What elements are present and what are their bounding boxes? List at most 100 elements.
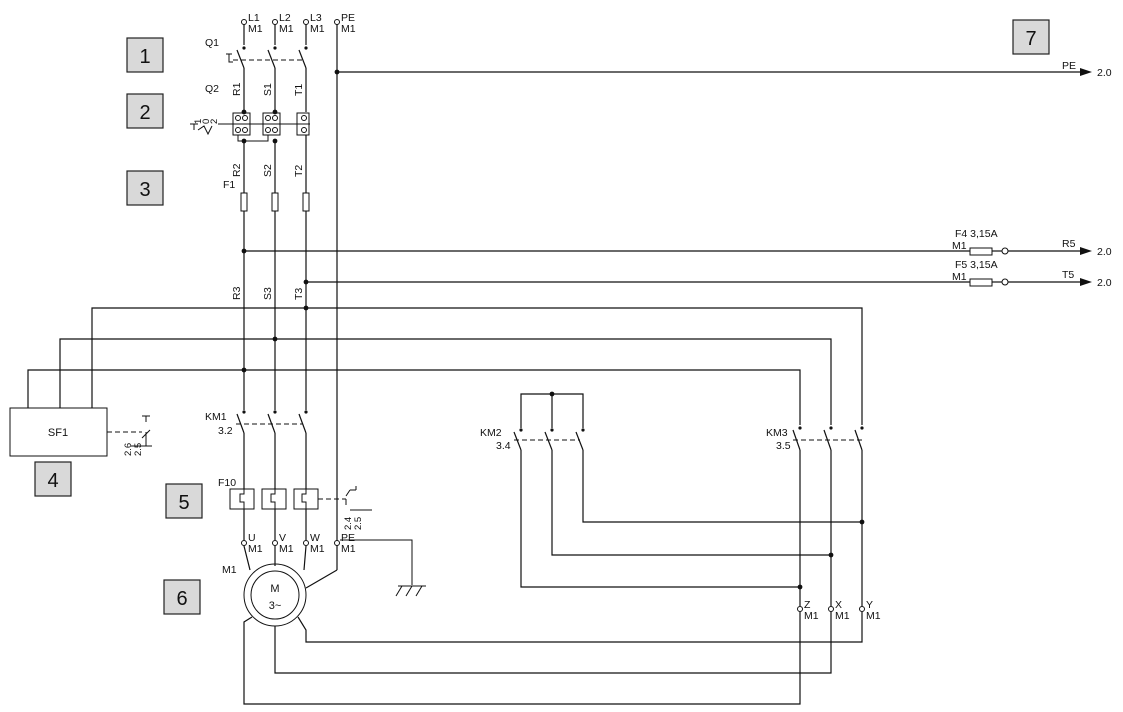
motor-m1-label: M1 (222, 564, 237, 576)
f10-label: F10 (218, 477, 236, 489)
terminal-l3-label: L3 (310, 12, 322, 24)
wire-labels-1: R1 S1 T1 (231, 82, 305, 96)
f10-ref-2: 2.5 (353, 517, 364, 530)
km2-label: KM2 (480, 427, 502, 439)
terminal-u-label: U (248, 532, 256, 544)
switch-q2: Q2 1 0 2 (190, 83, 310, 144)
terminal-z-label: Z (804, 599, 811, 611)
supply-terminals: L1 M1 L2 M1 L3 M1 PE M1 (241, 12, 356, 35)
terminal-v-sub: M1 (279, 543, 294, 555)
step-box-6-label: 6 (176, 588, 187, 610)
motor-terminals: U M1 V M1 W M1 PE M1 (241, 532, 356, 555)
km1-label: KM1 (205, 411, 227, 423)
km2-ref: 3.4 (496, 440, 511, 452)
phase-lines-2: R2 S2 T2 (231, 135, 307, 193)
step-box-7: 7 (1012, 19, 1050, 55)
step-box-1: 1 (126, 37, 164, 73)
wire-labels-3: R3 S3 T3 (231, 286, 305, 300)
sf1-ref-2: 2.5 (133, 443, 144, 456)
terminal-x-label: X (835, 599, 842, 611)
f5-sub: M1 (952, 271, 967, 283)
q2-pos-2: 2 (209, 119, 220, 124)
contactor-km1: KM1 3.2 (205, 410, 308, 489)
step-box-4-label: 4 (47, 470, 58, 492)
motor-m1: M1 M 3~ (222, 545, 338, 627)
q2-label: Q2 (205, 83, 219, 95)
earth-icon (340, 539, 426, 597)
wire-r2-label: R2 (231, 163, 243, 177)
sf1-ref-1: 2.6 (123, 443, 134, 456)
step-box-6: 6 (163, 579, 201, 615)
step-box-3: 3 (126, 170, 164, 206)
step-box-2-label: 2 (139, 102, 150, 124)
step-box-5: 5 (165, 483, 203, 519)
terminal-l1-sub: M1 (248, 23, 263, 35)
f4-sub: M1 (952, 240, 967, 252)
wire-r3-label: R3 (231, 286, 243, 300)
q2-pos-1: 1 (193, 119, 204, 124)
terminal-w-sub: M1 (310, 543, 325, 555)
contactor-km3: KM3 3.5 (766, 426, 865, 606)
wire-t3-label: T3 (293, 288, 305, 300)
distribution-wires (27, 305, 863, 425)
q1-label: Q1 (205, 37, 219, 49)
wire-t2-label: T2 (293, 165, 305, 177)
star-terminals: Z M1 X M1 Y M1 (797, 599, 881, 622)
f1-label: F1 (223, 179, 235, 191)
phase-lines (243, 24, 338, 570)
terminal-pe-motor-sub: M1 (341, 543, 356, 555)
wire-s3-label: S3 (262, 287, 274, 300)
contactor-km2: KM2 3.4 (480, 391, 862, 588)
step-box-2: 2 (126, 93, 164, 129)
wire-s1-label: S1 (262, 83, 274, 96)
r5-output-label: R5 (1062, 238, 1076, 250)
motor-phase-label: 3~ (269, 600, 282, 612)
step-box-3-label: 3 (139, 179, 150, 201)
terminal-v-label: V (279, 532, 286, 544)
terminal-y-sub: M1 (866, 610, 881, 622)
terminal-pe-sub: M1 (341, 23, 356, 35)
control-fuse-f5: F5 3,15A M1 T5 2.0 (303, 259, 1112, 289)
overload-f10: F10 2.4 2.5 (218, 477, 372, 540)
t5-output-ref: 2.0 (1097, 277, 1112, 289)
step-box-4: 4 (34, 461, 72, 497)
terminal-y-label: Y (866, 599, 873, 611)
terminal-pe-motor-label: PE (341, 532, 355, 544)
wire-s2-label: S2 (262, 164, 274, 177)
terminal-l3-sub: M1 (310, 23, 325, 35)
control-fuse-f4: F4 3,15A M1 R5 2.0 (241, 228, 1112, 258)
step-box-5-label: 5 (178, 492, 189, 514)
terminal-l2-label: L2 (279, 12, 291, 24)
wire-t1-label: T1 (293, 84, 305, 96)
wire-r1-label: R1 (231, 82, 243, 96)
step-box-1-label: 1 (139, 46, 150, 68)
fuses-f1: F1 (223, 179, 310, 410)
f5-label: F5 3,15A (955, 259, 998, 271)
terminal-pe-label: PE (341, 12, 355, 24)
step-box-7-label: 7 (1025, 28, 1036, 50)
terminal-w-label: W (310, 532, 320, 544)
sf1-block: SF1 2.6 2.5 (9, 407, 152, 457)
f10-ref-1: 2.4 (343, 517, 354, 530)
terminal-z-sub: M1 (804, 610, 819, 622)
terminal-l2-sub: M1 (279, 23, 294, 35)
km1-ref: 3.2 (218, 425, 233, 437)
terminal-x-sub: M1 (835, 610, 850, 622)
motor-output-wires (243, 612, 863, 705)
q2-pos-0: 0 (201, 119, 212, 124)
pe-output-ref: 2.0 (1097, 67, 1112, 79)
t5-output-label: T5 (1062, 269, 1074, 281)
km3-ref: 3.5 (776, 440, 791, 452)
r5-output-ref: 2.0 (1097, 246, 1112, 258)
km3-label: KM3 (766, 427, 788, 439)
motor-m-label: M (270, 583, 279, 595)
switch-q1: Q1 (205, 24, 308, 69)
f4-label: F4 3,15A (955, 228, 998, 240)
terminal-u-sub: M1 (248, 543, 263, 555)
pe-output-label: PE (1062, 60, 1076, 72)
sf1-label: SF1 (48, 427, 68, 439)
terminal-l1-label: L1 (248, 12, 260, 24)
pe-output: PE 2.0 (334, 60, 1112, 79)
